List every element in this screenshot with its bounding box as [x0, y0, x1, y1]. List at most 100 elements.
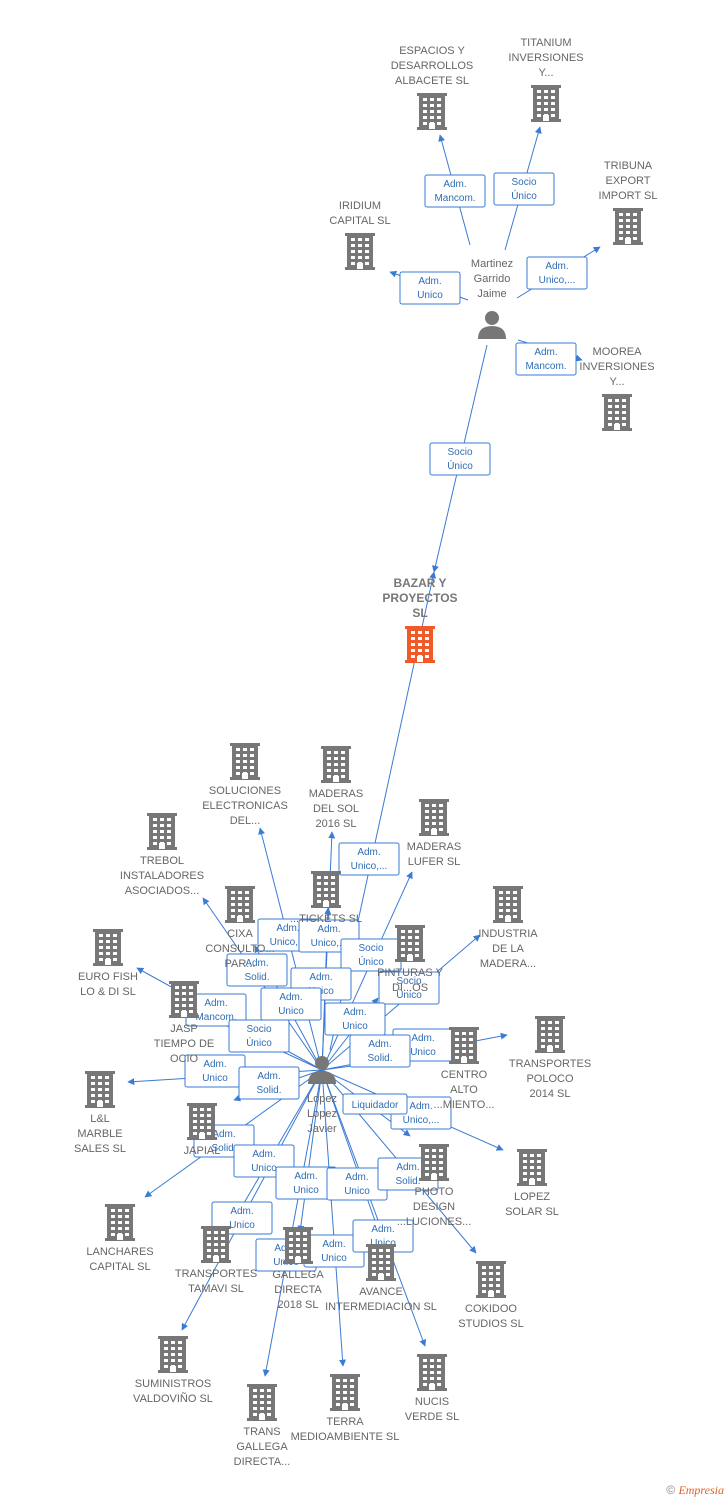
- node-label: MADERAS: [309, 788, 363, 800]
- node-label: SOLAR SL: [505, 1206, 559, 1218]
- node-tickets[interactable]: ...TICKETS SL: [290, 871, 362, 925]
- node-label: Lopez: [307, 1093, 337, 1105]
- node-label: Javier: [307, 1123, 337, 1135]
- node-photo[interactable]: PHOTODESIGN...LUCIONES...: [397, 1144, 472, 1228]
- node-maderas_sol[interactable]: MADERAS DEL SOL 2016 SL: [309, 746, 363, 830]
- node-label: CAPITAL SL: [329, 215, 390, 227]
- node-label: DEL SOL: [313, 803, 359, 815]
- edge-label-lopez-eurofish[interactable]: Adm.Mancom.: [185, 993, 247, 1027]
- edge-label-text: Adm.: [411, 1033, 434, 1044]
- node-label: JASP: [170, 1023, 198, 1035]
- node-trans_gallega[interactable]: TRANSGALLEGADIRECTA...: [234, 1384, 291, 1468]
- edge-label-text: Adm.: [357, 847, 380, 858]
- node-japial[interactable]: JAPIAL: [184, 1103, 221, 1157]
- building-icon: [158, 1336, 188, 1373]
- edge-label-text: Unico,...: [270, 937, 307, 948]
- building-icon: [345, 233, 375, 270]
- edge-labels-layer: Adm.Mancom.SocioÚnicoAdm.Unico,...Adm.Un…: [184, 172, 588, 1272]
- building-icon: [476, 1261, 506, 1298]
- brand-logo: Empresia: [678, 1483, 724, 1497]
- edge-label-text: Solid.: [395, 1176, 420, 1187]
- edge-label-martinez-espacios[interactable]: Adm.Mancom.: [424, 174, 486, 208]
- building-icon: [419, 1144, 449, 1181]
- node-label: PROYECTOS: [382, 591, 457, 605]
- node-label: ...MIENTO...: [434, 1099, 495, 1111]
- building-icon: [330, 1374, 360, 1411]
- edge-label-text: Unico: [293, 1185, 319, 1196]
- node-label: DIRECTA: [274, 1284, 322, 1296]
- node-label: POLOCO: [526, 1073, 574, 1085]
- edge-lopez-avance: [321, 1069, 382, 1236]
- edge-lopez-suministros: [181, 1069, 323, 1331]
- node-moorea[interactable]: MOOREAINVERSIONESY...: [579, 346, 655, 431]
- edge-label-text: Adm.: [245, 958, 268, 969]
- building-icon: [201, 1226, 231, 1263]
- node-centro[interactable]: CENTROALTO...MIENTO...: [434, 1027, 495, 1111]
- edge-label-text: Adm.: [294, 1171, 317, 1182]
- node-soluciones[interactable]: SOLUCIONESELECTRONICASDEL...: [202, 743, 288, 827]
- edge-label-lopez-photo[interactable]: Liquidador: [342, 1093, 408, 1115]
- node-pinturas[interactable]: PINTURAS YDI...OS: [377, 925, 444, 994]
- node-label: IMPORT SL: [599, 190, 658, 202]
- edge-label-martinez-moorea[interactable]: Adm.Mancom.: [515, 342, 577, 376]
- node-label: 2016 SL: [316, 818, 357, 830]
- edge-label-lopez-cixa[interactable]: Adm.Unico: [260, 987, 322, 1021]
- edge-label-text: Socio: [447, 447, 472, 458]
- building-icon: [535, 1016, 565, 1053]
- edge-label-martinez-iridium[interactable]: Adm.Unico: [399, 271, 461, 305]
- edge-label-text: Adm.: [409, 1101, 432, 1112]
- node-label: PHOTO: [415, 1186, 454, 1198]
- edge-label-text: Adm.: [203, 1059, 226, 1070]
- edge-label-martinez-tribuna[interactable]: Adm.Unico,...: [526, 256, 588, 290]
- node-label: MARBLE: [77, 1128, 122, 1140]
- edge-label-lopez-trebol[interactable]: Adm.Solid.: [226, 953, 288, 987]
- footer-brand[interactable]: © Empresia: [666, 1483, 724, 1498]
- node-cixa[interactable]: CIXACONSULTO...PAR...: [205, 886, 275, 970]
- node-label: INVERSIONES: [579, 361, 654, 373]
- node-label: STUDIOS SL: [458, 1318, 523, 1330]
- node-label: DESIGN: [413, 1201, 455, 1213]
- edge-label-text: Unico: [370, 1238, 396, 1249]
- edge-label-lopez-centro[interactable]: Adm.Solid.: [349, 1034, 411, 1068]
- edge-label-text: Adm.: [230, 1206, 253, 1217]
- node-trebol[interactable]: TREBOLINSTALADORESASOCIADOS...: [120, 813, 204, 897]
- node-titanium[interactable]: TITANIUMINVERSIONESY...: [508, 37, 584, 122]
- node-label: DESARROLLOS: [391, 60, 474, 72]
- node-label: VERDE SL: [405, 1411, 459, 1423]
- edge-label-text: Unico: [229, 1220, 255, 1231]
- edge-label-text: Adm.: [257, 1071, 280, 1082]
- edge-label-lopez-japial[interactable]: Adm.Solid.: [238, 1066, 300, 1100]
- edge-label-text: Socio: [246, 1024, 271, 1035]
- edge-label-lopez-pinturas[interactable]: Adm.Unico: [324, 1002, 386, 1036]
- edge-label-lopez-bazar[interactable]: Adm.Unico,...: [338, 842, 400, 876]
- edge-label-text: Único: [447, 459, 473, 472]
- node-label: ...TICKETS SL: [290, 913, 362, 925]
- node-label: MADERA...: [480, 958, 536, 970]
